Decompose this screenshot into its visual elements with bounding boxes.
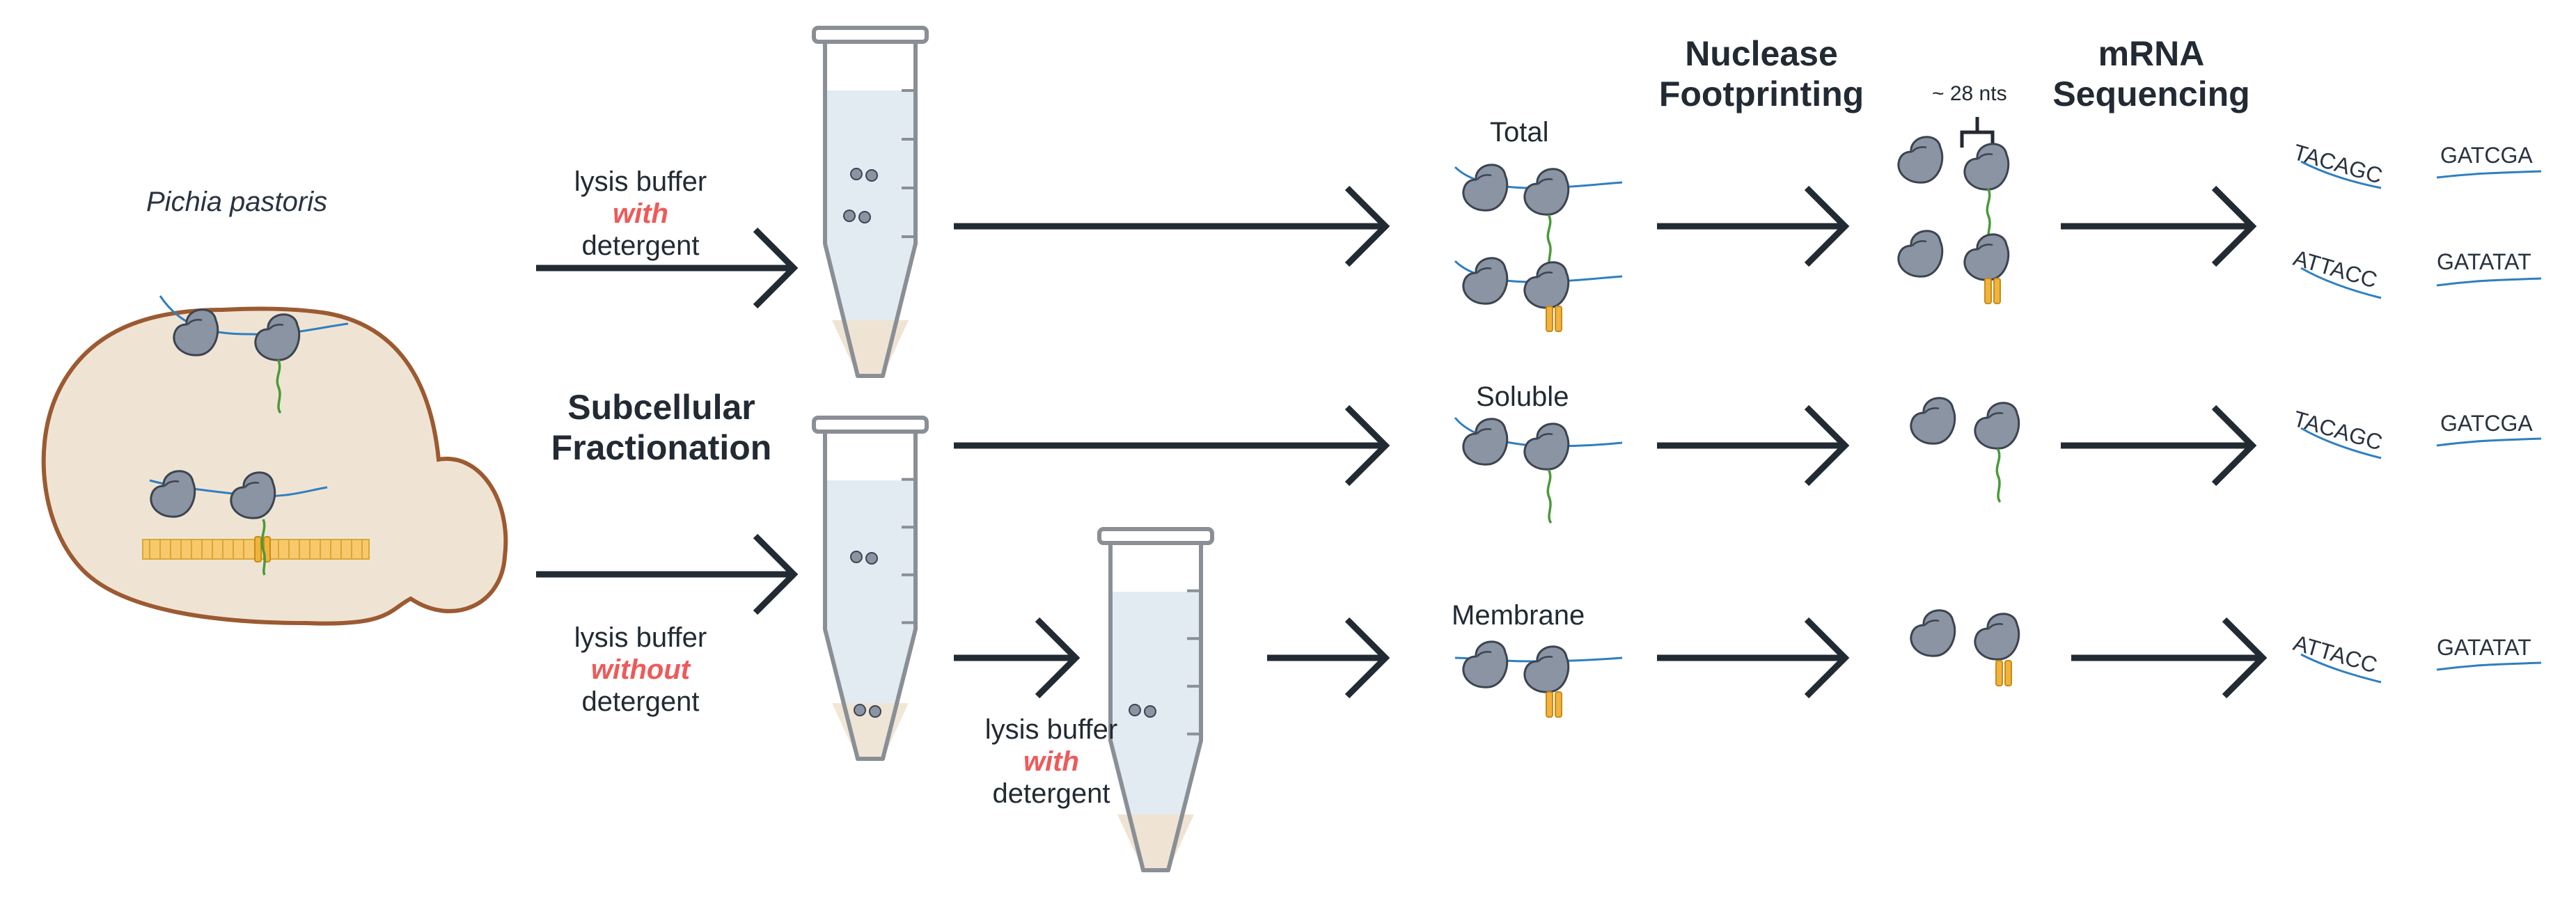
flow-arrow — [2061, 185, 2257, 267]
lysis-emph: without — [590, 654, 691, 685]
lysis-line3: detergent — [992, 778, 1110, 809]
heading-line2: Footprinting — [1658, 74, 1864, 113]
microcentrifuge-tube — [812, 416, 929, 761]
flow-arrows — [536, 185, 2268, 699]
microcentrifuge-tube — [812, 26, 929, 378]
read-sequence: GATCGA — [2440, 411, 2533, 436]
yeast-cell — [41, 295, 508, 626]
flow-arrow — [954, 185, 1390, 267]
fraction-label-soluble: Soluble — [1476, 381, 1569, 412]
read-sequence: GATATAT — [2437, 249, 2531, 274]
organism-label: Pichia pastoris — [146, 187, 328, 217]
lysis-without-detergent-label: lysis buffer without detergent — [536, 622, 745, 718]
heading-line2: Sequencing — [2052, 74, 2250, 113]
flow-arrow — [1267, 617, 1390, 699]
lysis-line1: lysis buffer — [574, 622, 707, 653]
flow-arrow — [1657, 404, 1850, 487]
fraction-label-total: Total — [1490, 117, 1549, 148]
lysis-line1: lysis buffer — [574, 166, 707, 197]
flow-arrow — [536, 227, 799, 309]
nuclease-footprinting-heading: Nuclease Footprinting — [1629, 33, 1894, 114]
lysis-line1: lysis buffer — [984, 714, 1118, 745]
lysis-line3: detergent — [581, 230, 700, 261]
heading-line2: Fractionation — [551, 428, 772, 467]
flow-arrow — [954, 617, 1081, 699]
read-lines — [2300, 160, 2542, 684]
heading-line1: Nuclease — [1685, 34, 1838, 73]
flow-arrow — [2071, 617, 2268, 699]
read-sequence: GATATAT — [2437, 635, 2531, 660]
flow-arrow — [536, 533, 799, 615]
lysis-emph: with — [1023, 746, 1079, 777]
heading-line1: Subcellular — [567, 388, 755, 427]
flow-arrow — [1657, 185, 1850, 267]
read-sequence: GATCGA — [2440, 143, 2533, 168]
flow-arrow — [1657, 617, 1850, 699]
fraction-complexes — [1454, 164, 1623, 718]
lysis-with-detergent-label-bottom: lysis buffer with detergent — [947, 714, 1156, 810]
microcentrifuge-tube — [1097, 527, 1214, 872]
heading-line1: mRNA — [2098, 34, 2205, 73]
flow-arrow — [954, 404, 1390, 487]
flow-arrow — [2061, 404, 2257, 487]
lysis-emph: with — [613, 198, 668, 229]
lysis-with-detergent-label-top: lysis buffer with detergent — [550, 166, 731, 262]
tubes — [812, 26, 1214, 872]
footprints — [1897, 117, 2020, 686]
subcellular-fractionation-heading: Subcellular Fractionation — [529, 387, 794, 468]
fraction-label-membrane: Membrane — [1452, 600, 1585, 631]
lysis-line3: detergent — [581, 686, 700, 717]
mrna-sequencing-heading: mRNA Sequencing — [2019, 33, 2284, 114]
footprint-length-label: ~ 28 nts — [1932, 82, 2007, 105]
